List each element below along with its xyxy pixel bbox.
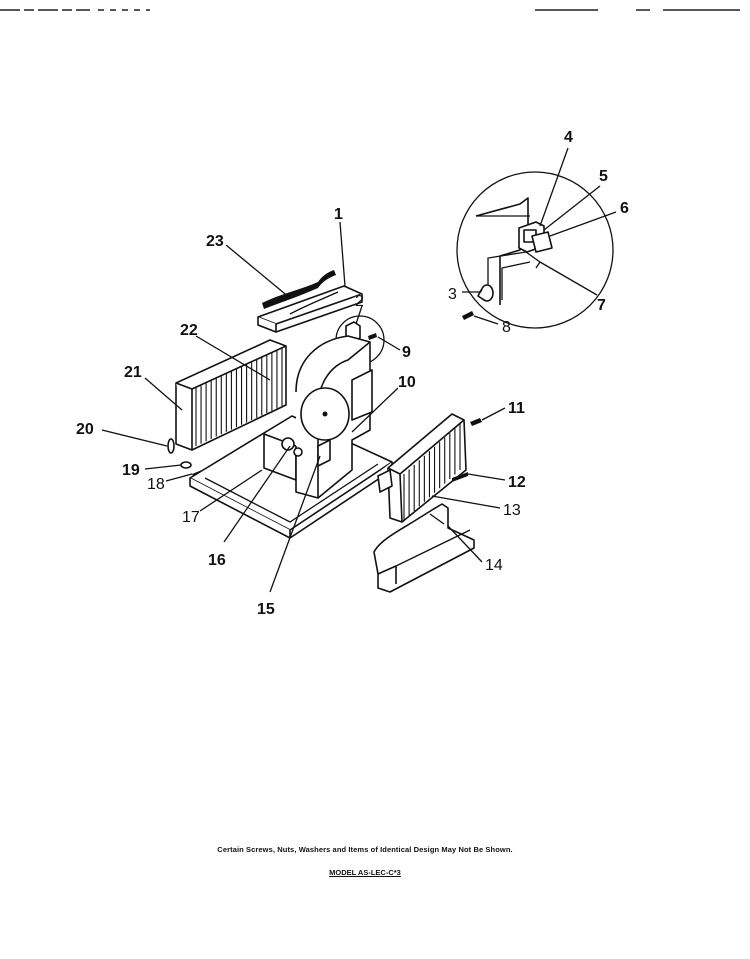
callout-6: 6 — [620, 200, 629, 217]
left-coil — [175, 339, 287, 451]
callout-2: 2 — [355, 293, 364, 310]
callout-11: 11 — [508, 400, 525, 417]
callout-13: 13 — [503, 502, 521, 519]
main-assembly — [167, 270, 482, 593]
leader-lines — [101, 147, 617, 593]
detail-inset — [456, 171, 614, 329]
callout-8: 8 — [502, 319, 511, 336]
callout-22: 22 — [180, 322, 198, 339]
callout-3: 3 — [448, 286, 457, 303]
callout-9: 9 — [402, 344, 411, 361]
footnote-text: Certain Screws, Nuts, Washers and Items … — [217, 845, 513, 854]
callout-15: 15 — [257, 601, 275, 618]
callout-17: 17 — [182, 509, 200, 526]
callout-23: 23 — [206, 233, 224, 250]
callout-18: 18 — [147, 476, 165, 493]
callout-12: 12 — [508, 474, 526, 491]
model-label: MODEL AS-LEC-C*3 — [0, 868, 730, 877]
callout-20: 20 — [76, 421, 94, 438]
callout-4: 4 — [564, 129, 573, 146]
callout-labels: 1 2 3 4 5 6 7 8 9 10 11 12 13 14 15 16 1… — [76, 129, 629, 618]
callout-7: 7 — [597, 297, 606, 314]
right-coil — [377, 413, 467, 523]
callout-21: 21 — [124, 364, 142, 381]
callout-16: 16 — [208, 552, 226, 569]
callout-19: 19 — [122, 462, 140, 479]
callout-10: 10 — [398, 374, 416, 391]
callout-5: 5 — [599, 168, 608, 185]
model-number: MODEL AS-LEC-C*3 — [329, 868, 401, 877]
header-scan-marks — [0, 0, 750, 11]
callout-14: 14 — [485, 557, 503, 574]
callout-1: 1 — [334, 206, 343, 223]
